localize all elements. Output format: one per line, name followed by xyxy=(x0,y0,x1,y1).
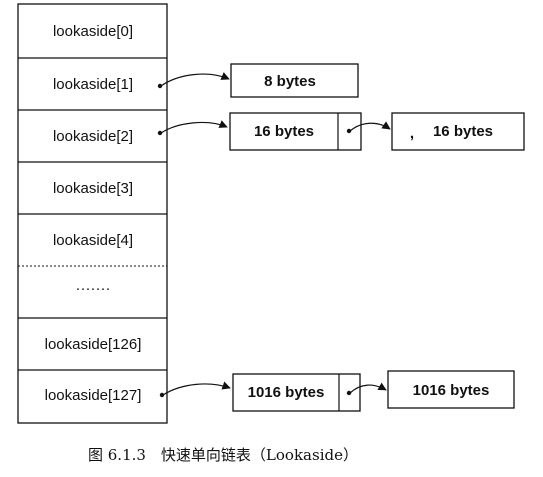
lookaside-cell-4: lookaside[4] xyxy=(53,232,133,249)
pointer-dot xyxy=(157,83,163,89)
node-size-label: 8 bytes xyxy=(264,73,316,90)
lookaside-cell-2: lookaside[2] xyxy=(53,128,133,145)
pointer-arrow xyxy=(160,120,228,134)
node-size-label: 1016 bytes xyxy=(413,382,490,399)
next-pointer-arrow xyxy=(349,121,391,132)
lookaside-cell-126: lookaside[126] xyxy=(45,336,142,353)
figure-caption: 图 6.1.3 快速单向链表（Lookaside） xyxy=(88,446,358,464)
lookaside-cell-3: lookaside[3] xyxy=(53,180,133,197)
next-pointer-dot xyxy=(346,390,352,396)
node-size-label: 16 bytes xyxy=(433,123,493,140)
pointer-dot xyxy=(157,130,163,136)
list-node xyxy=(229,112,362,151)
lookaside-ellipsis: ······· xyxy=(76,280,111,297)
next-pointer-arrow xyxy=(349,382,387,394)
lookaside-array: lookaside[0] lookaside[1] lookaside[2] l… xyxy=(17,3,168,424)
pointer-dot xyxy=(159,392,165,398)
list-node xyxy=(387,370,515,409)
node-size-label: 16 bytes xyxy=(254,123,314,140)
lookaside-cell-0: lookaside[0] xyxy=(53,23,133,40)
lookaside-cell-1: lookaside[1] xyxy=(53,76,133,93)
pointer-arrow xyxy=(160,72,230,87)
list-node xyxy=(230,63,359,98)
pointer-arrow xyxy=(162,381,231,396)
list-lookaside-1: 8 bytes xyxy=(157,63,359,98)
next-pointer-dot xyxy=(346,128,352,134)
node-size-label: 1016 bytes xyxy=(248,384,325,401)
list-lookaside-2: 16 bytes , 16 bytes xyxy=(157,112,525,151)
lookaside-cell-127: lookaside[127] xyxy=(45,387,142,404)
list-node xyxy=(391,112,525,151)
list-lookaside-127: 1016 bytes 1016 bytes xyxy=(159,370,515,412)
stray-mark: , xyxy=(410,125,414,142)
